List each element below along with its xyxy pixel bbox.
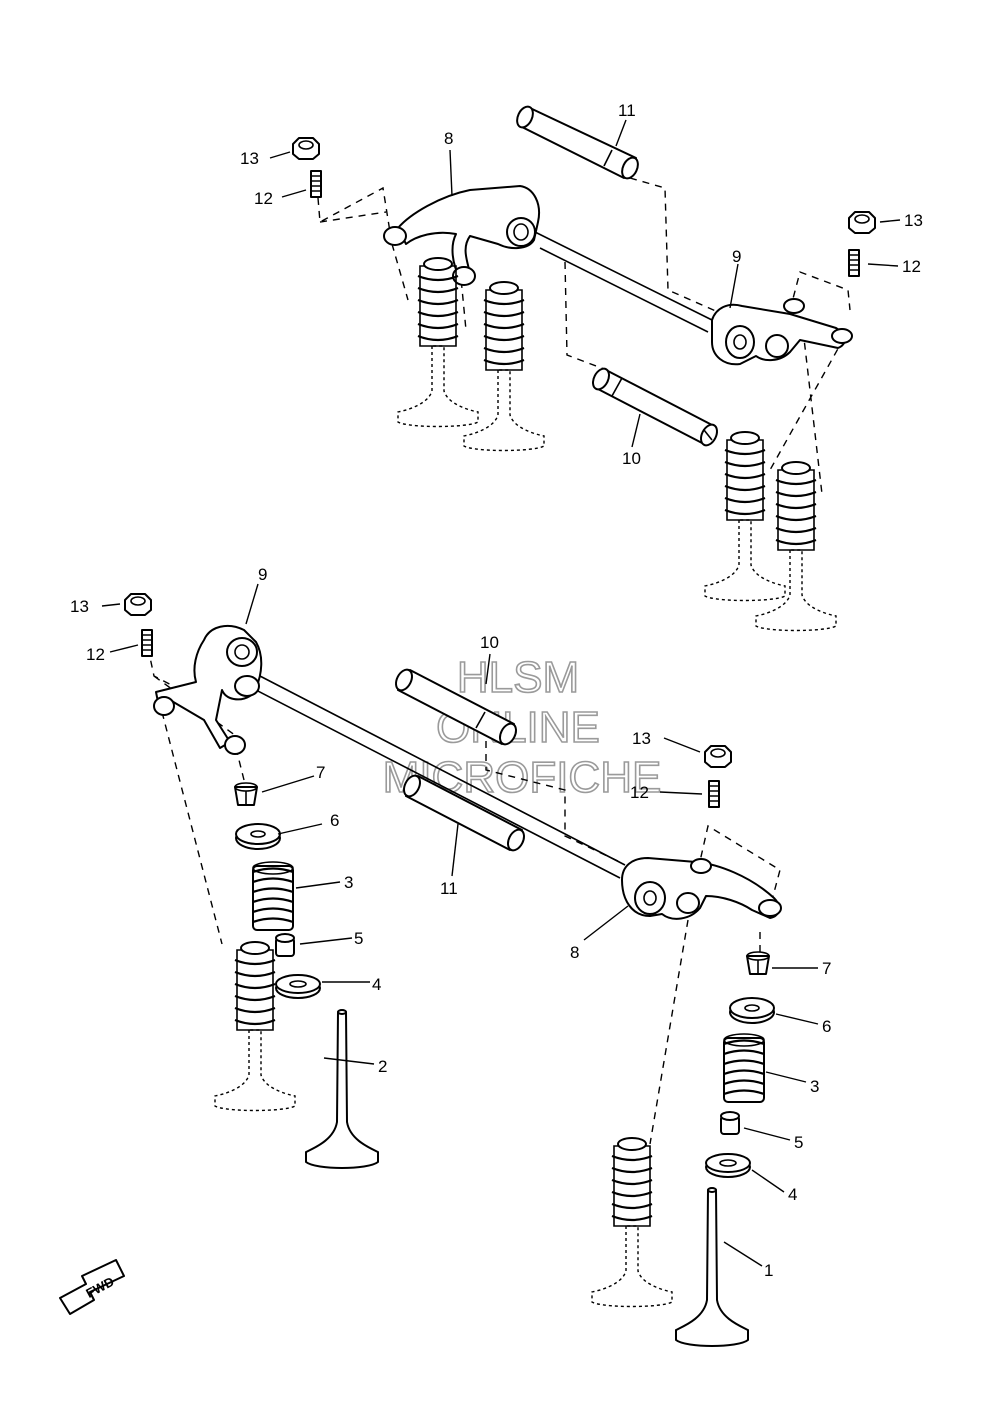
- fwd-arrow: FWD: [59, 1259, 125, 1315]
- lower-right-nut-13: [704, 745, 732, 768]
- lower-rocker-arm-9: [153, 624, 263, 755]
- callout-2: 2: [378, 1057, 387, 1076]
- callout-8-upper: 8: [444, 129, 453, 148]
- callout-13-lower-right: 13: [632, 729, 651, 748]
- callout-12-lower-left: 12: [86, 645, 105, 664]
- lower-shaft-axis: [251, 674, 626, 879]
- upper-dash-path: [317, 177, 851, 495]
- upper-left-screw-12: [310, 170, 322, 198]
- callout-10-upper: 10: [622, 449, 641, 468]
- callout-4-left: 4: [372, 975, 381, 994]
- upper-ghost-valve-2: [462, 280, 546, 452]
- lower-assembly: [124, 593, 782, 1347]
- upper-right-nut-13: [848, 211, 876, 234]
- callout-5-left: 5: [354, 929, 363, 948]
- lower-rocker-arm-8: [621, 857, 782, 920]
- callout-4-right: 4: [788, 1185, 797, 1204]
- callout-11-lower: 11: [440, 879, 458, 898]
- callout-5-right: 5: [794, 1133, 803, 1152]
- right-spring-seat-4: [705, 1153, 751, 1178]
- upper-rocker-arm-8: [383, 185, 540, 286]
- callout-leaders: [101, 119, 901, 1267]
- callout-9-lower: 9: [258, 565, 267, 584]
- callout-3-left: 3: [344, 873, 353, 892]
- upper-rocker-shaft-10: [592, 367, 718, 447]
- lower-right-ghost-valve: [590, 1136, 674, 1308]
- right-spring-retainer-6: [729, 997, 775, 1024]
- upper-left-nut-13: [292, 137, 320, 160]
- callout-8-lower: 8: [570, 943, 579, 962]
- lower-rocker-shaft-11: [403, 774, 525, 852]
- callout-1: 1: [764, 1261, 773, 1280]
- callout-9-upper: 9: [732, 247, 741, 266]
- callout-12-upper-left: 12: [254, 189, 273, 208]
- lower-right-screw-12: [708, 780, 720, 808]
- right-stem-seal-5: [720, 1111, 740, 1135]
- lower-left-ghost-valve: [213, 940, 297, 1112]
- right-valve-cotter-7: [746, 951, 770, 975]
- callout-11-upper: 11: [618, 101, 636, 120]
- lower-rocker-shaft-10: [395, 668, 517, 746]
- upper-right-screw-12: [848, 249, 860, 277]
- left-stem-seal-5: [275, 933, 295, 957]
- callout-10-lower: 10: [480, 633, 499, 652]
- callout-12-lower-right: 12: [630, 783, 649, 802]
- upper-rocker-arm-9: [711, 298, 853, 366]
- callout-7-left: 7: [316, 763, 325, 782]
- callout-6-right: 6: [822, 1017, 831, 1036]
- callout-13-upper-right: 13: [904, 211, 923, 230]
- left-valve-cotter-7: [234, 782, 258, 806]
- callout-13-lower-left: 13: [70, 597, 89, 616]
- callout-12-upper-right: 12: [902, 257, 921, 276]
- callout-7-right: 7: [822, 959, 831, 978]
- upper-ghost-valve-4: [754, 460, 838, 632]
- lower-dash-path: [147, 647, 781, 1145]
- left-spring-retainer-6: [235, 823, 281, 850]
- upper-rocker-shaft-11: [516, 105, 639, 180]
- upper-assembly: [292, 105, 876, 632]
- upper-shaft-axis: [534, 231, 713, 333]
- watermark-line-1: HLSM: [457, 653, 579, 702]
- callout-13-upper-left: 13: [240, 149, 259, 168]
- exhaust-valve-2: [305, 1009, 379, 1169]
- upper-ghost-valve-3: [703, 430, 787, 602]
- lower-left-screw-12: [141, 629, 153, 657]
- right-valve-spring-3: [722, 1032, 766, 1104]
- left-valve-spring-3: [251, 860, 295, 932]
- callout-6-left: 6: [330, 811, 339, 830]
- callout-3-right: 3: [810, 1077, 819, 1096]
- left-spring-seat-4: [275, 974, 321, 999]
- lower-left-nut-13: [124, 593, 152, 616]
- callout-numbers: 13 12 8 11 9 13 12 10 13 12 9 10 13 12 7…: [70, 101, 923, 1280]
- intake-valve-1: [675, 1187, 749, 1347]
